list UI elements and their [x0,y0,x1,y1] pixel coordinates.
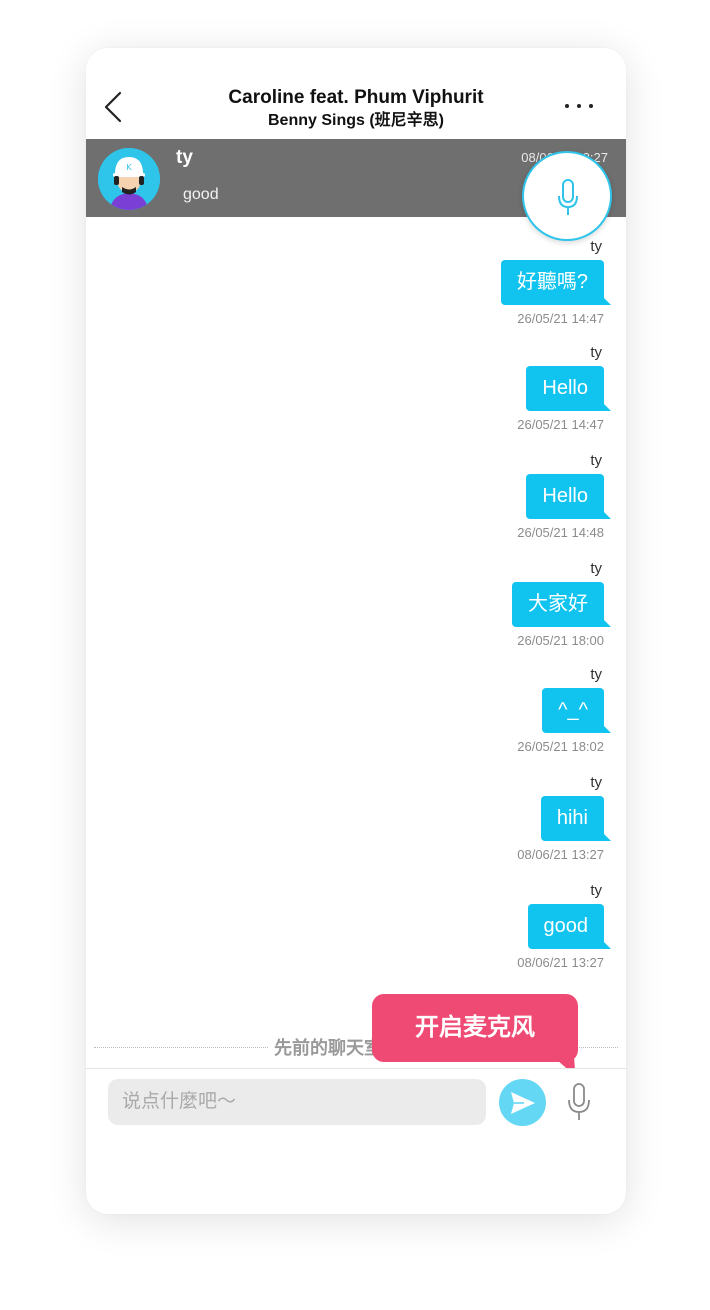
message-bubble[interactable]: 大家好 [512,582,611,627]
message-sender: ty [590,774,602,791]
song-title: Caroline feat. Phum Viphurit [228,87,484,108]
message-sender: ty [590,452,602,469]
svg-text:K: K [126,163,132,172]
message-bubble[interactable]: 好聽嗎? [500,260,612,305]
message-sender: ty [590,238,602,255]
message-bubble[interactable]: Hello [526,474,611,519]
message-list[interactable]: ty 好聽嗎? 26/05/21 14:47 ty Hello 26/05/21… [86,218,626,1038]
message-sender: ty [590,666,602,683]
message-item: ty 好聽嗎? 26/05/21 14:47 [304,238,612,346]
mic-tooltip: 开启麦克风 [372,994,578,1062]
message-time: 26/05/21 14:48 [517,525,604,540]
send-arrow-icon [511,1092,535,1114]
message-item: ty Hello 26/05/21 14:47 [304,344,611,452]
input-bar [86,1068,626,1214]
message-time: 08/06/21 13:27 [517,847,604,862]
user-avatar-icon: K [98,148,160,210]
floating-mic-button[interactable] [522,151,612,241]
pinned-sender-name: ty [176,147,193,168]
message-time: 08/06/21 13:27 [517,955,604,970]
message-item: ty ^_^ 26/05/21 18:02 [304,666,611,774]
back-button[interactable] [100,90,130,124]
more-dots-icon [565,104,569,108]
title-block: Caroline feat. Phum Viphurit Benny Sings… [176,86,536,132]
message-sender: ty [590,344,602,361]
microphone-icon [558,179,578,215]
message-bubble[interactable]: good [527,904,611,949]
message-time: 26/05/21 18:02 [517,739,604,754]
mic-button[interactable] [564,1081,594,1123]
message-bubble[interactable]: hihi [540,796,612,841]
header: Caroline feat. Phum Viphurit Benny Sings… [86,48,626,140]
chat-input[interactable] [108,1079,486,1125]
message-time: 26/05/21 18:00 [517,633,604,648]
message-time: 26/05/21 14:47 [517,417,604,432]
chevron-left-icon [104,91,122,123]
message-time: 26/05/21 14:47 [517,311,604,326]
message-item: ty Hello 26/05/21 14:48 [304,452,611,560]
message-item: ty 大家好 26/05/21 18:00 [304,560,611,668]
avatar: K [98,148,160,210]
message-sender: ty [590,882,602,899]
message-item: ty good 08/06/21 13:27 [304,882,611,990]
message-sender: ty [590,560,602,577]
song-artist: Benny Sings (班尼辛思) [267,112,444,129]
phone-frame: Caroline feat. Phum Viphurit Benny Sings… [86,48,626,1214]
pinned-message-text: good [183,186,219,203]
send-button[interactable] [499,1079,546,1126]
more-button[interactable] [562,96,596,116]
message-bubble[interactable]: Hello [526,366,611,411]
microphone-icon [568,1083,590,1120]
message-item: ty hihi 08/06/21 13:27 [304,774,612,882]
message-bubble[interactable]: ^_^ [542,688,611,733]
